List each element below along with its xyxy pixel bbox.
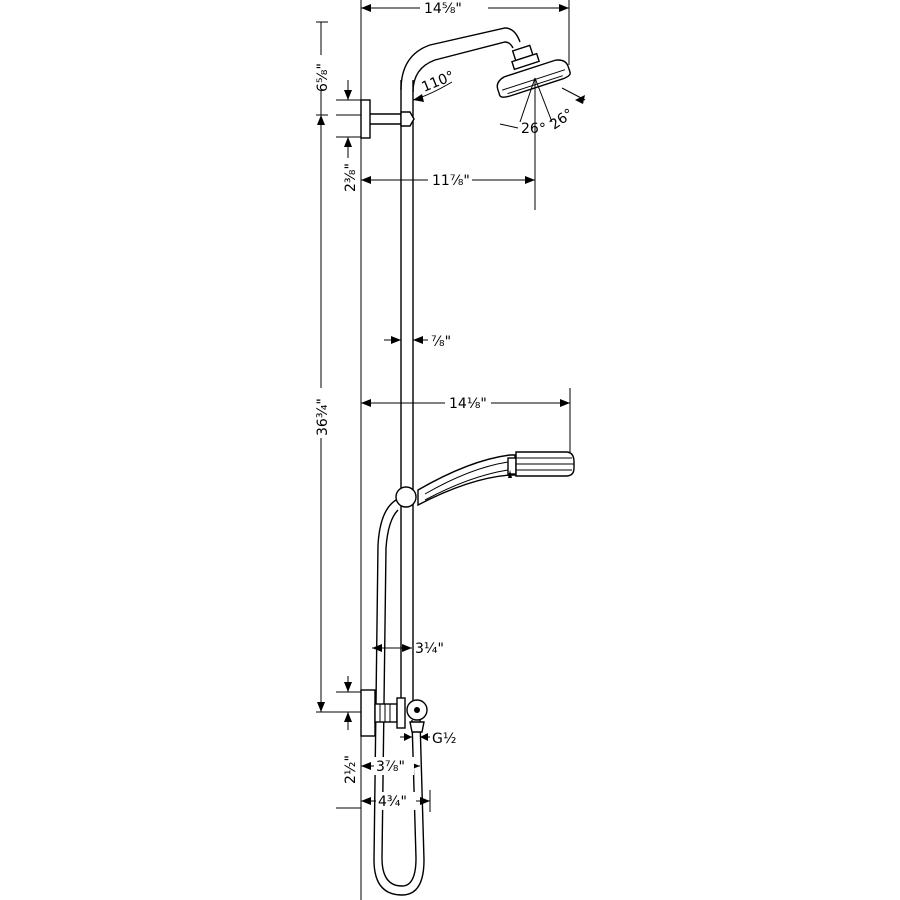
label-overall-height: 36¾" (315, 398, 331, 436)
label-head-height: 6⅝" (315, 63, 331, 92)
dim-top-width (361, 0, 570, 65)
tilt-angle-lines (499, 77, 586, 210)
label-top-width: 14⅝" (424, 1, 462, 17)
dim-head-height (312, 21, 361, 116)
label-tilt-right: 26° (547, 106, 577, 133)
thermostat-assembly (360, 689, 428, 737)
upper-wall-bracket (360, 99, 415, 139)
hand-shower-holder (395, 486, 417, 508)
dim-connection-thread (400, 733, 430, 741)
label-head-projection: 11⅞" (432, 173, 470, 189)
hand-shower (417, 451, 575, 507)
dim-head-projection (361, 171, 535, 189)
shower-arm (400, 27, 521, 93)
label-lower-offset: 2½" (343, 755, 359, 784)
dim-pipe-diameter (384, 336, 428, 344)
dim-total-depth (361, 790, 431, 812)
label-arm-angle: 110° (420, 68, 457, 95)
dim-lower-offset (336, 711, 361, 809)
dim-thermostat-depth (361, 757, 420, 775)
riser-pipe (400, 80, 414, 700)
label-connection-thread: G½ (432, 731, 456, 747)
dim-overall-height (312, 115, 361, 713)
overhead-shower-head (496, 44, 571, 98)
dim-hose-offset (372, 644, 412, 652)
label-tilt-left: 26° (521, 121, 546, 137)
label-thermostat-depth: 3⅞" (376, 759, 405, 775)
label-wall-offset-upper: 2⅜" (343, 163, 359, 192)
dim-wall-offset-upper (336, 114, 361, 158)
label-hand-shower-reach: 14⅛" (449, 396, 487, 412)
dim-hand-shower-reach (361, 388, 571, 452)
shower-hose (373, 499, 425, 896)
dim-arm-angle (412, 81, 453, 102)
label-total-depth: 4¾" (378, 794, 407, 810)
label-pipe-diameter: ⅞" (431, 334, 451, 350)
label-hose-offset: 3¼" (415, 641, 444, 657)
